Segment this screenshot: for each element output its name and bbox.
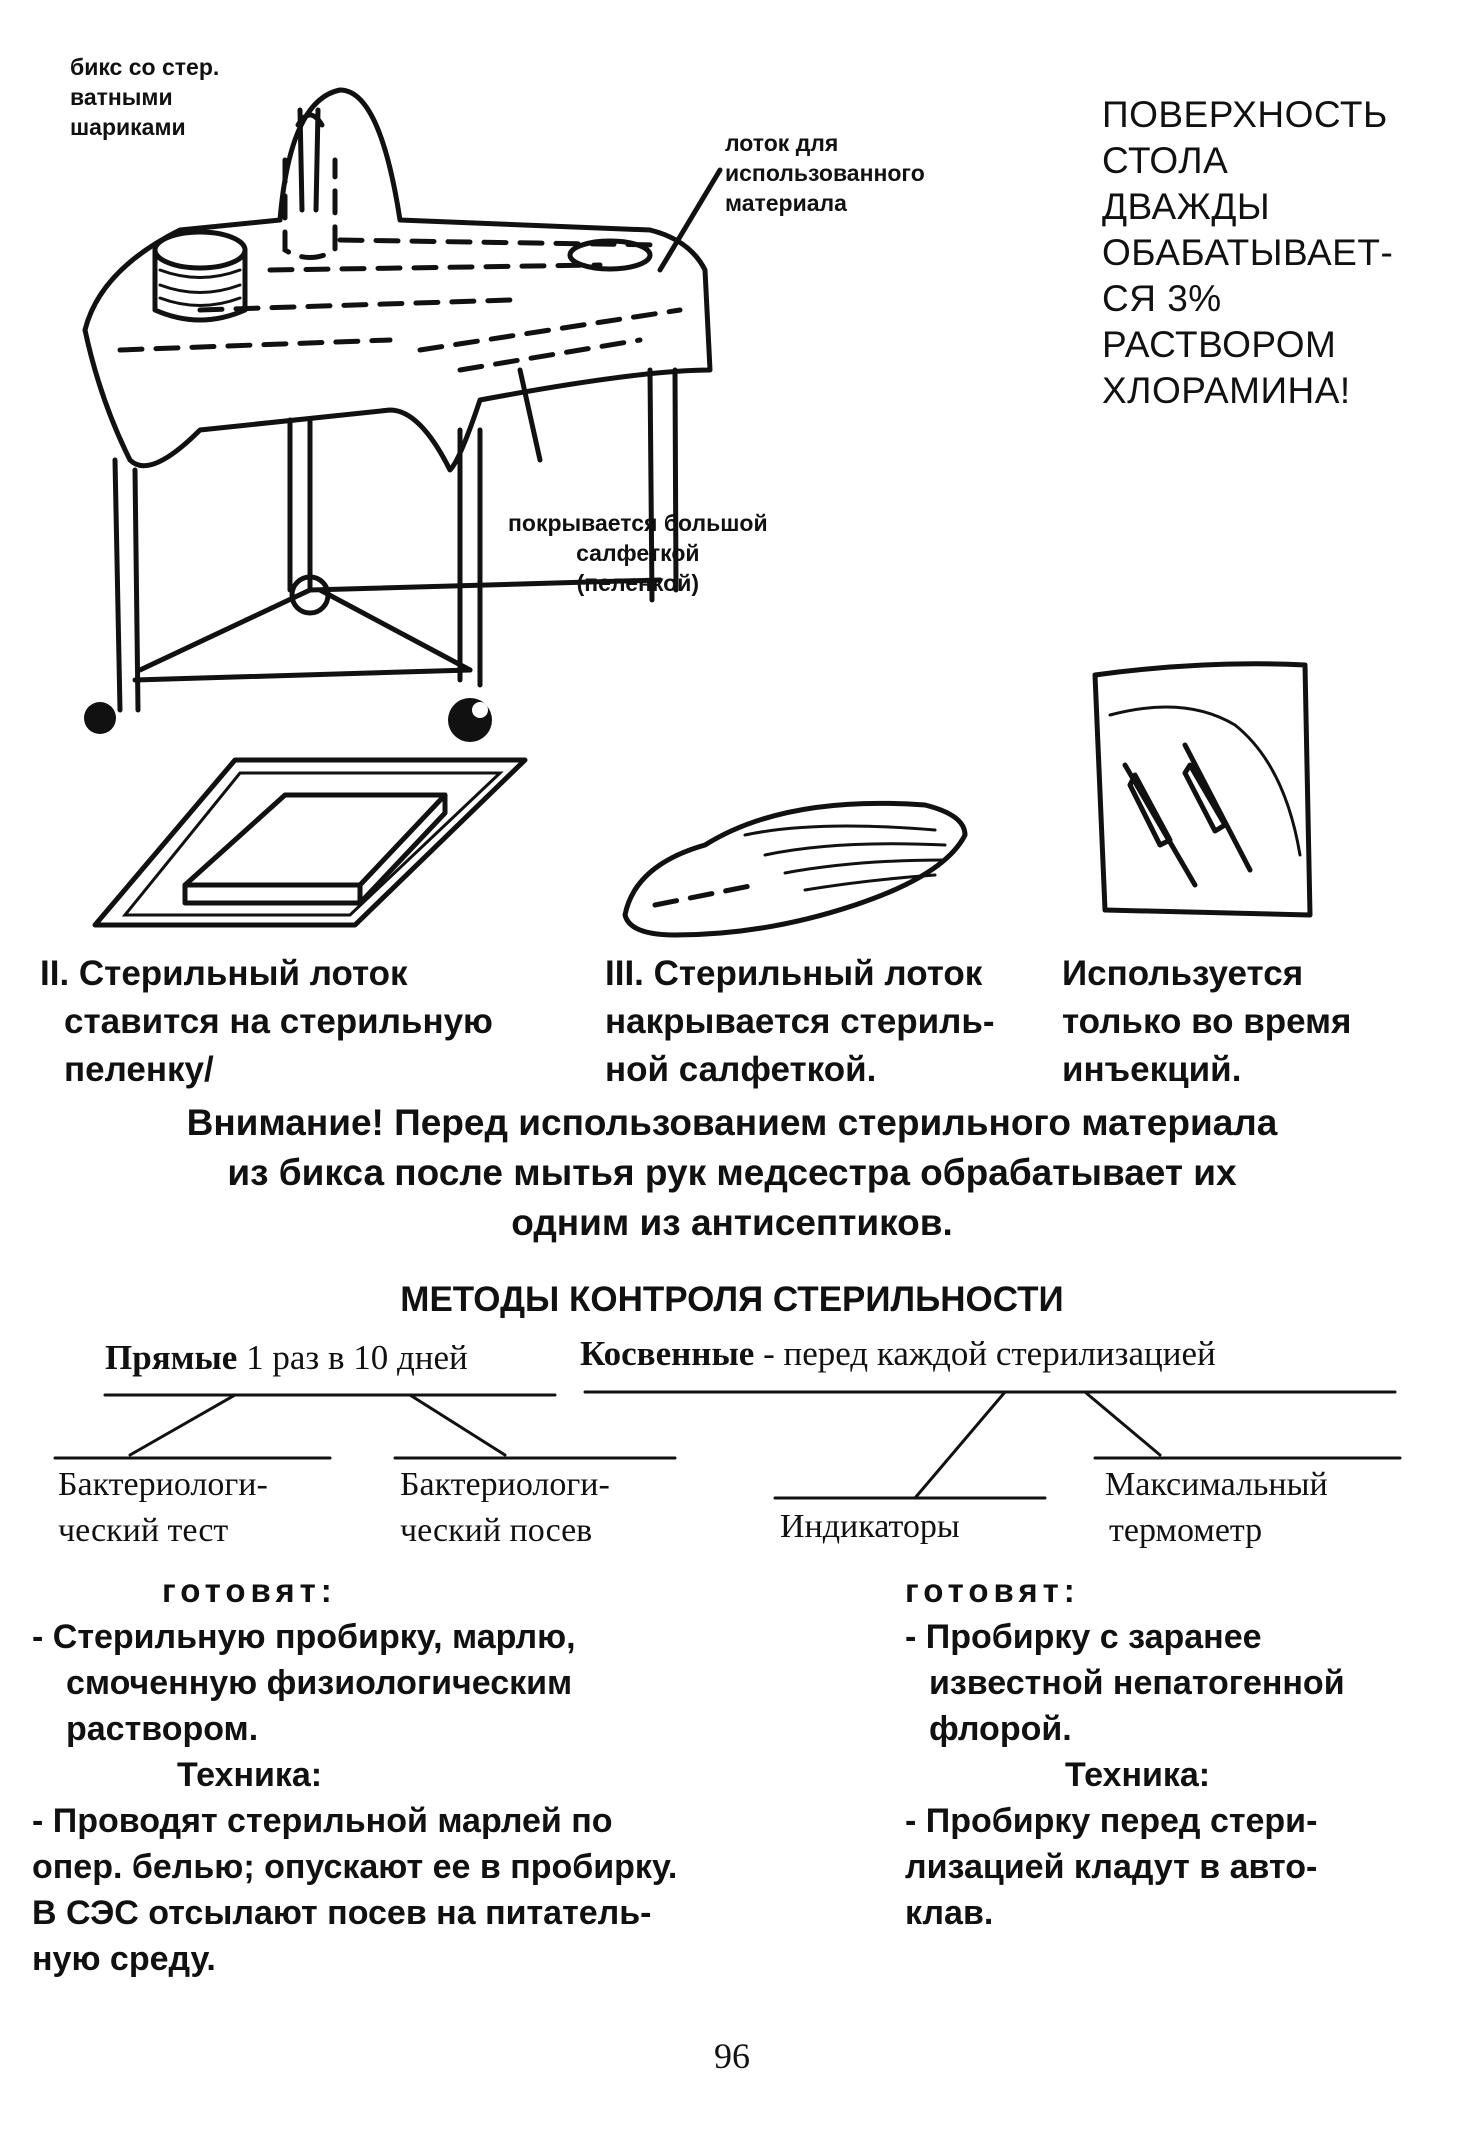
caption-step3-line1: III. Стерильный лоток (605, 954, 983, 993)
caption-step3-line2: накрывается стериль- (605, 1002, 995, 1041)
methods-title: МЕТОДЫ КОНТРОЛЯ СТЕРИЛЬНОСТИ (400, 1280, 1064, 1319)
left-prepare-line1: - Стерильную пробирку, марлю, (32, 1618, 576, 1656)
caption-usage-line1: Используется (1062, 954, 1304, 993)
right-prepare-line3: флорой. (929, 1710, 1072, 1748)
caption-step2-line2: ставится на стерильную (64, 1002, 493, 1041)
caption-usage: Используется только во время инъекций. (1062, 950, 1351, 1094)
right-technique-line1: - Пробирку перед стери- (905, 1802, 1318, 1840)
cover-label: покрывается большой салфеткой (пеленкой) (508, 510, 768, 596)
warning-line1: Внимание! Перед использованием стерильно… (186, 1102, 1278, 1143)
direct-methods-label: Прямые (105, 1338, 238, 1377)
warning-block: Внимание! Перед использованием стерильно… (40, 1098, 1424, 1248)
leaf-bact-test-line2: ческий тест (58, 1512, 229, 1549)
methods-tree-lines (53, 1390, 1402, 1500)
tray-on-sheet-illustration (92, 757, 528, 928)
right-prepare-line1: - Пробирку с заранее (905, 1618, 1262, 1656)
covered-tray-illustration (622, 800, 968, 938)
leaf-max-thermometer-line1: Максимальный (1105, 1466, 1328, 1503)
caption-usage-line2: только во время (1062, 1002, 1352, 1041)
indirect-methods-frequency: - перед каждой стерилизацией (754, 1334, 1216, 1373)
leaf-bact-culture-line1: Бактериологи- (400, 1466, 610, 1503)
sterile-table-illustration (82, 87, 723, 742)
leaf-bact-test-line1: Бактериологи- (58, 1466, 268, 1503)
syringe-tray-illustration (1092, 661, 1313, 918)
left-column: готовят: - Стерильную пробирку, марлю, с… (32, 1568, 752, 1982)
direct-methods: Прямые 1 раз в 10 дней (105, 1338, 468, 1378)
right-technique-heading: Техника: (1065, 1756, 1211, 1794)
warning-line2: из бикса после мытья рук медсестра обраб… (227, 1152, 1237, 1193)
bix-label: бикс со стер. ватными шариками (70, 54, 220, 140)
right-technique-line3: клав. (905, 1894, 994, 1932)
indirect-methods-label: Косвенные (580, 1334, 755, 1373)
left-technique-line4: ную среду. (32, 1940, 216, 1978)
right-prepare-line2: известной непатогенной (929, 1664, 1345, 1702)
leaf-bact-culture: Бактериологи- ческий посев (400, 1462, 610, 1554)
caption-usage-line3: инъекций. (1062, 1050, 1242, 1089)
caption-step2: II. Стерильный лоток ставится на стериль… (40, 950, 493, 1094)
indirect-methods: Косвенные - перед каждой стерилизацией (580, 1334, 1216, 1374)
tray-label: лоток для использованного материала (725, 130, 925, 216)
direct-methods-frequency: 1 раз в 10 дней (237, 1338, 468, 1377)
left-technique-line2: опер. белью; опускают ее в пробирку. (32, 1848, 678, 1886)
left-prepare-line2: смоченную физиологическим (66, 1664, 573, 1702)
right-column: готовят: - Пробирку с заранее известной … (905, 1568, 1445, 1936)
left-technique-heading: Техника: (177, 1756, 323, 1794)
caption-step3-line3: ной салфеткой. (605, 1050, 877, 1089)
caption-step2-line3: пеленку/ (64, 1050, 214, 1089)
right-technique-line2: лизацией кладут в авто- (905, 1848, 1318, 1886)
page-number: 96 (714, 2036, 750, 2076)
warning-line3: одним из антисептиков. (511, 1202, 953, 1243)
leaf-max-thermometer-line2: термометр (1109, 1512, 1263, 1549)
leaf-bact-culture-line2: ческий посев (400, 1512, 593, 1549)
leaf-max-thermometer: Максимальный термометр (1105, 1462, 1328, 1554)
surface-treatment-note: ПОВЕРХНОСТЬ СТОЛА ДВАЖДЫ ОБАБАТЫВАЕТ- СЯ… (1102, 94, 1394, 411)
caption-step3: III. Стерильный лоток накрывается стерил… (605, 950, 995, 1094)
right-prepare-heading: готовят: (905, 1572, 1080, 1609)
leaf-indicators: Индикаторы (780, 1508, 960, 1545)
left-prepare-line3: раствором. (66, 1710, 259, 1748)
leaf-bact-test: Бактериологи- ческий тест (58, 1462, 268, 1554)
left-technique-line3: В СЭС отсылают посев на питатель- (32, 1894, 652, 1932)
left-prepare-heading: готовят: (162, 1572, 337, 1609)
left-technique-line1: - Проводят стерильной марлей по (32, 1802, 613, 1840)
caption-step2-line1: II. Стерильный лоток (40, 954, 408, 993)
